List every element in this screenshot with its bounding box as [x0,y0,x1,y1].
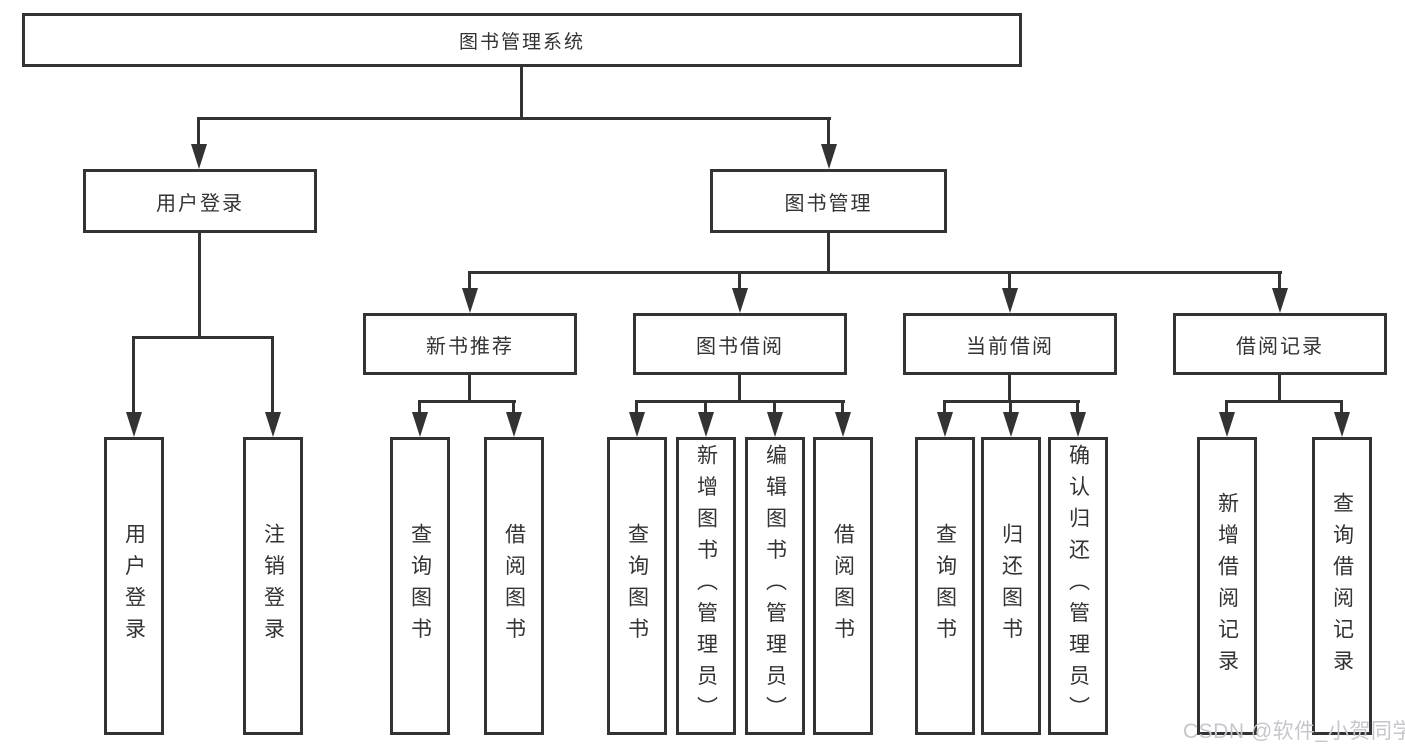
connector-drop [943,400,946,416]
leaf-add-borrow-record: 新增借阅记录 [1197,437,1257,735]
arrow-down-icon [462,288,478,313]
arrow-down-icon [629,412,645,437]
leaf-label: 查询图书 [408,523,432,649]
arrow-down-icon [767,412,783,437]
connector-level3-rail [468,271,1282,274]
connector-drop [738,271,741,291]
connector-drop [1340,400,1343,416]
arrow-down-icon [265,412,281,437]
leaf-label: 编辑图书（管理员） [763,444,787,728]
leaf-query-borrow-record: 查询借阅记录 [1312,437,1372,735]
connector-current-stem [1008,374,1011,403]
connector-records-stem [1278,374,1281,403]
connector-drop-user-login [197,117,200,149]
leaf-label: 查询图书 [625,523,649,649]
connector-drop [512,400,515,416]
leaf-label: 确认归还（管理员） [1066,444,1090,728]
connector-drop [1009,400,1012,416]
node-current-borrowing: 当前借阅 [903,313,1117,375]
connector-bookborrow-rail [635,400,845,403]
connector-drop [271,336,274,416]
leaf-return-books: 归还图书 [981,437,1041,735]
leaf-add-books-admin: 新增图书（管理员） [676,437,736,735]
connector-drop [704,400,707,416]
arrow-down-icon [191,144,207,169]
connector-drop-book-mgmt [827,117,830,149]
node-borrowing-records: 借阅记录 [1173,313,1387,375]
leaf-label: 查询图书 [933,523,957,649]
connector-level2-rail [197,117,831,120]
node-library-system: 图书管理系统 [22,13,1022,67]
leaf-borrow-books-recommend: 借阅图书 [484,437,544,735]
connector-bookborrow-stem [738,374,741,403]
arrow-down-icon [1272,288,1288,313]
leaf-label: 用户登录 [122,523,146,649]
connector-drop [468,271,471,291]
connector-drop [1225,400,1228,416]
arrow-down-icon [937,412,953,437]
leaf-label: 归还图书 [999,523,1023,649]
connector-bookmgmt-stem [827,232,830,274]
connector-root-stem [520,66,523,120]
csdn-watermark: CSDN @软件_小贺同学 [1183,720,1405,743]
leaf-label: 借阅图书 [502,523,526,649]
leaf-query-books-recommend: 查询图书 [390,437,450,735]
arrow-down-icon [835,412,851,437]
leaf-borrow-books-borrowing: 借阅图书 [813,437,873,735]
leaf-label: 借阅图书 [831,523,855,649]
arrow-down-icon [1219,412,1235,437]
connector-drop [1076,400,1079,416]
connector-newrec-rail [418,400,516,403]
leaf-query-books-current: 查询图书 [915,437,975,735]
node-book-management: 图书管理 [710,169,947,233]
connector-drop [773,400,776,416]
arrow-down-icon [506,412,522,437]
arrow-down-icon [126,412,142,437]
node-new-book-recommend: 新书推荐 [363,313,577,375]
arrow-down-icon [1070,412,1086,437]
leaf-label: 新增借阅记录 [1215,491,1239,681]
connector-records-rail [1225,400,1343,403]
node-user-login: 用户登录 [83,169,317,233]
connector-drop [841,400,844,416]
leaf-edit-books-admin: 编辑图书（管理员） [745,437,805,735]
connector-drop [1278,271,1281,291]
connector-userlogin-stem [198,232,201,339]
connector-userlogin-rail [132,336,274,339]
leaf-logout: 注销登录 [243,437,303,735]
arrow-down-icon [732,288,748,313]
leaf-query-books-borrowing: 查询图书 [607,437,667,735]
leaf-user-login: 用户登录 [104,437,164,735]
connector-drop [1008,271,1011,291]
arrow-down-icon [821,144,837,169]
connector-drop [132,336,135,416]
arrow-down-icon [698,412,714,437]
connector-drop [418,400,421,416]
arrow-down-icon [1003,412,1019,437]
leaf-confirm-return-admin: 确认归还（管理员） [1048,437,1108,735]
node-book-borrowing: 图书借阅 [633,313,847,375]
leaf-label: 查询借阅记录 [1330,491,1354,681]
arrow-down-icon [1002,288,1018,313]
arrow-down-icon [1334,412,1350,437]
leaf-label: 新增图书（管理员） [694,444,718,728]
arrow-down-icon [412,412,428,437]
connector-newrec-stem [468,374,471,403]
connector-drop [635,400,638,416]
leaf-label: 注销登录 [261,523,285,649]
